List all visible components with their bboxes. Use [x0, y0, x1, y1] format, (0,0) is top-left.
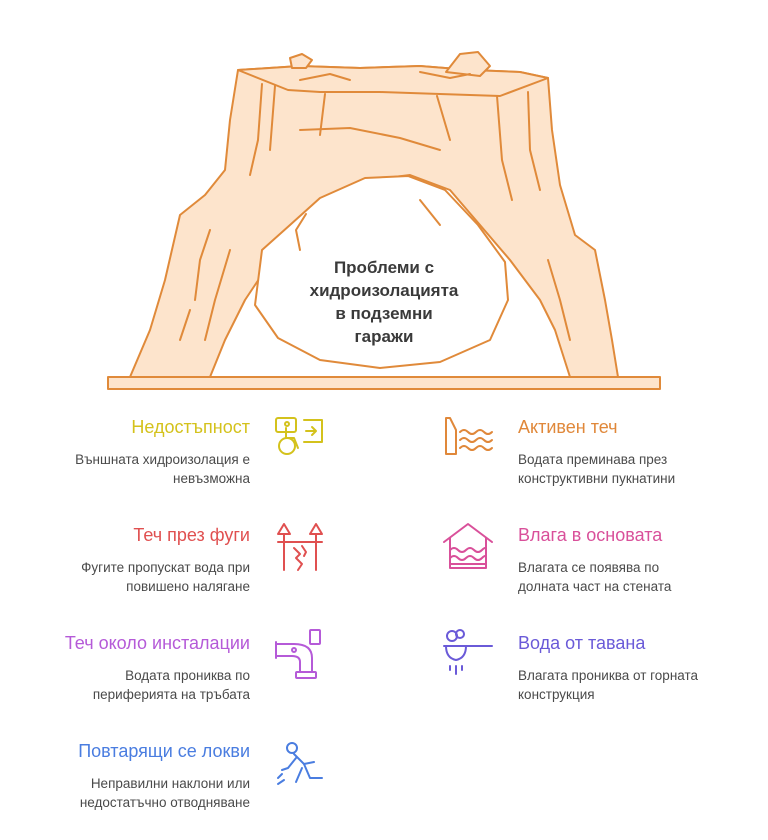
item-title: Теч около инсталации	[64, 633, 250, 653]
item-desc: Влагата се появява по долната част на ст…	[518, 560, 672, 594]
water-flow-icon	[442, 414, 494, 466]
item-title: Влага в основата	[518, 525, 663, 545]
rock-right	[445, 51, 491, 77]
slip-icon	[274, 738, 326, 790]
item-title: Повтарящи се локви	[78, 741, 250, 761]
item-desc: Водата прониква по периферията на тръбат…	[92, 668, 250, 702]
pipe-icon	[274, 628, 326, 680]
item-inaccessibility: Недостъпност Външната хидроизолация е не…	[75, 416, 250, 488]
item-foundation-moisture: Влага в основата Влагата се появява по д…	[518, 524, 671, 596]
ceiling-drip-icon	[442, 628, 494, 680]
item-active-leak: Активен теч Водата преминава през констр…	[518, 416, 675, 488]
item-desc: Неправилни наклони или недостатъчно отво…	[79, 776, 250, 810]
rock-left	[289, 53, 313, 69]
item-desc: Външната хидроизолация е невъзможна	[75, 452, 250, 486]
item-desc: Влагата прониква от горната конструкция	[518, 668, 699, 702]
item-desc: Фугите пропускат вода при повишено наляг…	[81, 560, 250, 594]
arch-opening	[254, 175, 509, 369]
central-title: Проблеми с хидроизолацията в подземни га…	[309, 258, 459, 346]
flooded-house-icon	[442, 520, 494, 572]
item-installation-leak: Теч около инсталации Водата прониква по …	[65, 632, 250, 704]
arch-illustration	[107, 51, 661, 390]
item-ceiling-water: Вода от тавана Влагата прониква от горна…	[518, 632, 698, 704]
item-title: Активен теч	[518, 417, 618, 437]
item-joint-leak: Теч през фуги Фугите пропускат вода при …	[81, 524, 250, 596]
arch-base	[107, 376, 661, 390]
item-desc: Водата преминава през конструктивни пукн…	[518, 452, 676, 486]
item-title: Вода от тавана	[518, 633, 646, 653]
item-title: Недостъпност	[131, 417, 250, 437]
accessibility-icon	[274, 414, 326, 466]
cracked-wall-icon	[274, 520, 326, 572]
item-title: Теч през фуги	[133, 525, 250, 545]
item-recurring-puddles: Повтарящи се локви Неправилни наклони ил…	[78, 740, 250, 812]
